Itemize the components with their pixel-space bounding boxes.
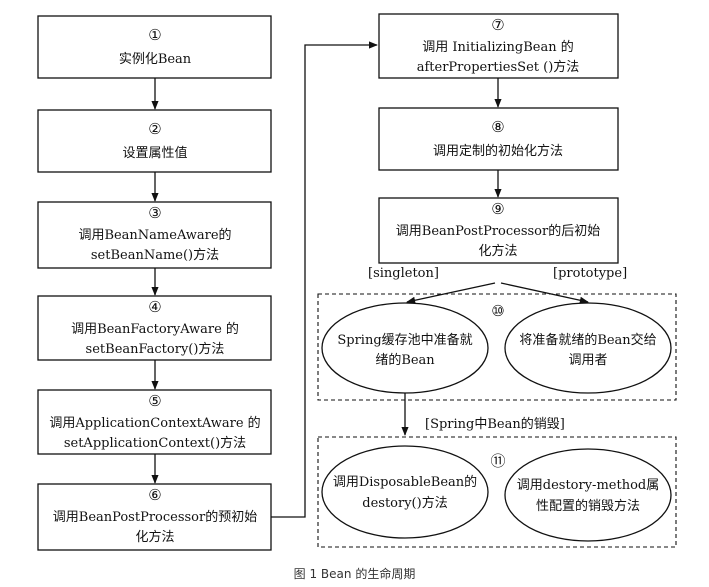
diagram-text: 调用DisposableBean的 (333, 474, 477, 490)
diagram-text: 化方法 (135, 529, 174, 545)
group-10: ⑩ Spring缓存池中准备就 绪的Bean 将准备就绪的Bean交给 调用者 (317, 293, 677, 401)
step-2-box: ② 设置属性值 (37, 109, 272, 173)
step-5-box: ⑤ 调用ApplicationContextAware 的 setApplica… (37, 389, 272, 455)
step-1-box: ① 实例化Bean (37, 15, 272, 79)
box-frame (317, 293, 677, 401)
step-9-box: ⑨ 调用BeanPostProcessor的后初始 化方法 (378, 197, 619, 264)
box-frame (37, 483, 272, 551)
box-frame (37, 109, 272, 173)
diagram-text: destory()方法 (362, 495, 447, 511)
step-3-box: ③ 调用BeanNameAware的 setBeanName()方法 (37, 201, 272, 269)
figure-caption: 图 1 Bean 的生命周期 (293, 567, 416, 581)
diagram-text: setBeanName()方法 (91, 247, 219, 263)
arrow-9-prototype (500, 282, 589, 304)
diagram-text: 绪的Bean (375, 352, 435, 368)
diagram-text: 调用BeanPostProcessor的后初始 (396, 223, 600, 239)
group-11: ⑪ 调用DisposableBean的 destory()方法 调用destor… (317, 436, 677, 548)
cache-pool-ellipse (321, 302, 489, 394)
singleton-label: [singleton] (368, 266, 439, 281)
diagram-text: 调用 InitializingBean 的 (422, 39, 573, 55)
diagram-text: 调用ApplicationContextAware 的 (49, 415, 260, 431)
box-frame (37, 389, 272, 455)
diagram-text: Spring缓存池中准备就 (337, 332, 472, 348)
diagram-text: ① (148, 26, 161, 44)
diagram-text: 调用BeanPostProcessor的预初始 (53, 509, 257, 525)
box-frame (37, 15, 272, 79)
diagram-text: setApplicationContext()方法 (64, 435, 246, 451)
destroy-label: [Spring中Bean的销毁] (425, 416, 565, 432)
diagram-text: ⑧ (491, 118, 504, 136)
diagram-text: ④ (148, 298, 161, 316)
diagram-text: 调用BeanNameAware的 (78, 227, 231, 243)
diagram-text: ⑦ (491, 16, 504, 34)
disposable-bean-ellipse (321, 445, 489, 539)
arrow-6-7 (271, 41, 378, 518)
diagram-text: 调用者 (568, 353, 607, 368)
group-11-number: ⑪ (490, 452, 505, 470)
box-frame (37, 295, 272, 361)
bean-lifecycle-diagram: ① 实例化Bean ② 设置属性值 ③ 调用BeanNameAware的 set… (37, 13, 677, 551)
group-10-number: ⑩ (491, 302, 504, 320)
step-6-box: ⑥ 调用BeanPostProcessor的预初始 化方法 (37, 483, 272, 551)
box-frame (317, 436, 677, 548)
diagram-text: afterPropertiesSet ()方法 (417, 59, 580, 75)
box-frame (378, 197, 619, 264)
diagram-text: ③ (148, 204, 161, 222)
destroy-method-ellipse (504, 448, 672, 542)
diagram-text: ⑤ (148, 392, 161, 410)
box-frame (37, 201, 272, 269)
prototype-label: [prototype] (553, 266, 627, 281)
diagram-text: 将准备就绪的Bean交给 (519, 332, 656, 348)
diagram-text: ② (148, 120, 161, 138)
diagram-text: 性配置的销毁方法 (536, 498, 640, 514)
diagram-text: 化方法 (478, 243, 517, 259)
box-frame (378, 13, 619, 79)
hand-to-caller-ellipse (504, 302, 672, 394)
box-frame (378, 107, 619, 171)
diagram-text: 实例化Bean (119, 52, 192, 67)
diagram-text: setBeanFactory()方法 (86, 341, 225, 357)
diagram-text: 调用destory-method属 (517, 478, 659, 493)
diagram-text: ⑨ (491, 200, 504, 218)
diagram-text: 调用BeanFactoryAware 的 (71, 321, 239, 337)
diagram-text: 调用定制的初始化方法 (433, 143, 563, 159)
step-4-box: ④ 调用BeanFactoryAware 的 setBeanFactory()方… (37, 295, 272, 361)
diagram-text: 设置属性值 (122, 145, 187, 161)
step-8-box: ⑧ 调用定制的初始化方法 (378, 107, 619, 171)
diagram-text: ⑥ (148, 486, 161, 504)
step-7-box: ⑦ 调用 InitializingBean 的 afterPropertiesS… (378, 13, 619, 79)
arrow-9-singleton (406, 282, 496, 304)
